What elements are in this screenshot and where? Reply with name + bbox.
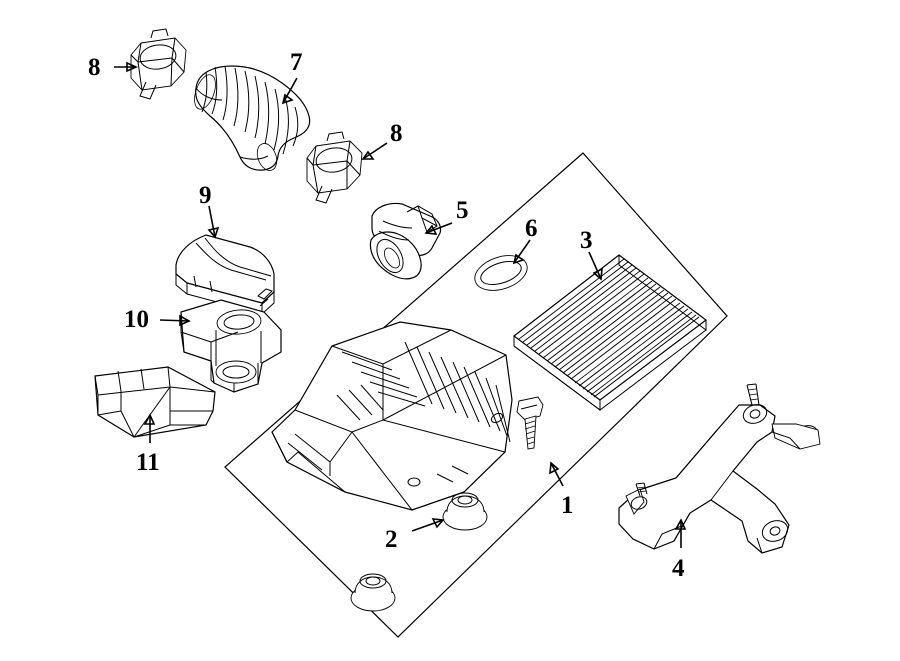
part-3-air-filter-element <box>513 254 707 412</box>
part-2-mounting-grommets <box>350 492 488 612</box>
callout-label-8-upper: 8 <box>88 54 101 81</box>
callout-label-4: 4 <box>672 555 685 582</box>
part-8-hose-clamp-lower <box>306 131 363 204</box>
callout-label-8-lower: 8 <box>390 120 403 147</box>
callout-label-1: 1 <box>561 492 574 519</box>
part-6-seal-ring <box>474 255 528 291</box>
part-air-cleaner-box <box>271 321 513 511</box>
callout-label-10: 10 <box>124 306 149 333</box>
part-7-air-intake-hose <box>194 65 311 171</box>
part-mounting-bolt <box>516 396 544 450</box>
callout-label-6: 6 <box>525 215 538 242</box>
callout-leader-lines <box>114 61 687 548</box>
callout-label-9: 9 <box>199 182 212 209</box>
callout-label-2: 2 <box>385 526 398 553</box>
callout-label-11: 11 <box>136 449 160 476</box>
part-8-hose-clamp-upper <box>130 28 187 100</box>
part-10-resonator-body <box>180 299 282 393</box>
part-11-air-intake-duct <box>94 366 216 438</box>
callout-label-7: 7 <box>290 49 303 76</box>
part-4-mounting-bracket <box>618 383 821 554</box>
part-9-resonator-cover <box>175 234 275 315</box>
part-5-air-flow-meter <box>369 202 442 280</box>
callout-label-5: 5 <box>456 197 469 224</box>
callout-label-3: 3 <box>580 227 593 254</box>
